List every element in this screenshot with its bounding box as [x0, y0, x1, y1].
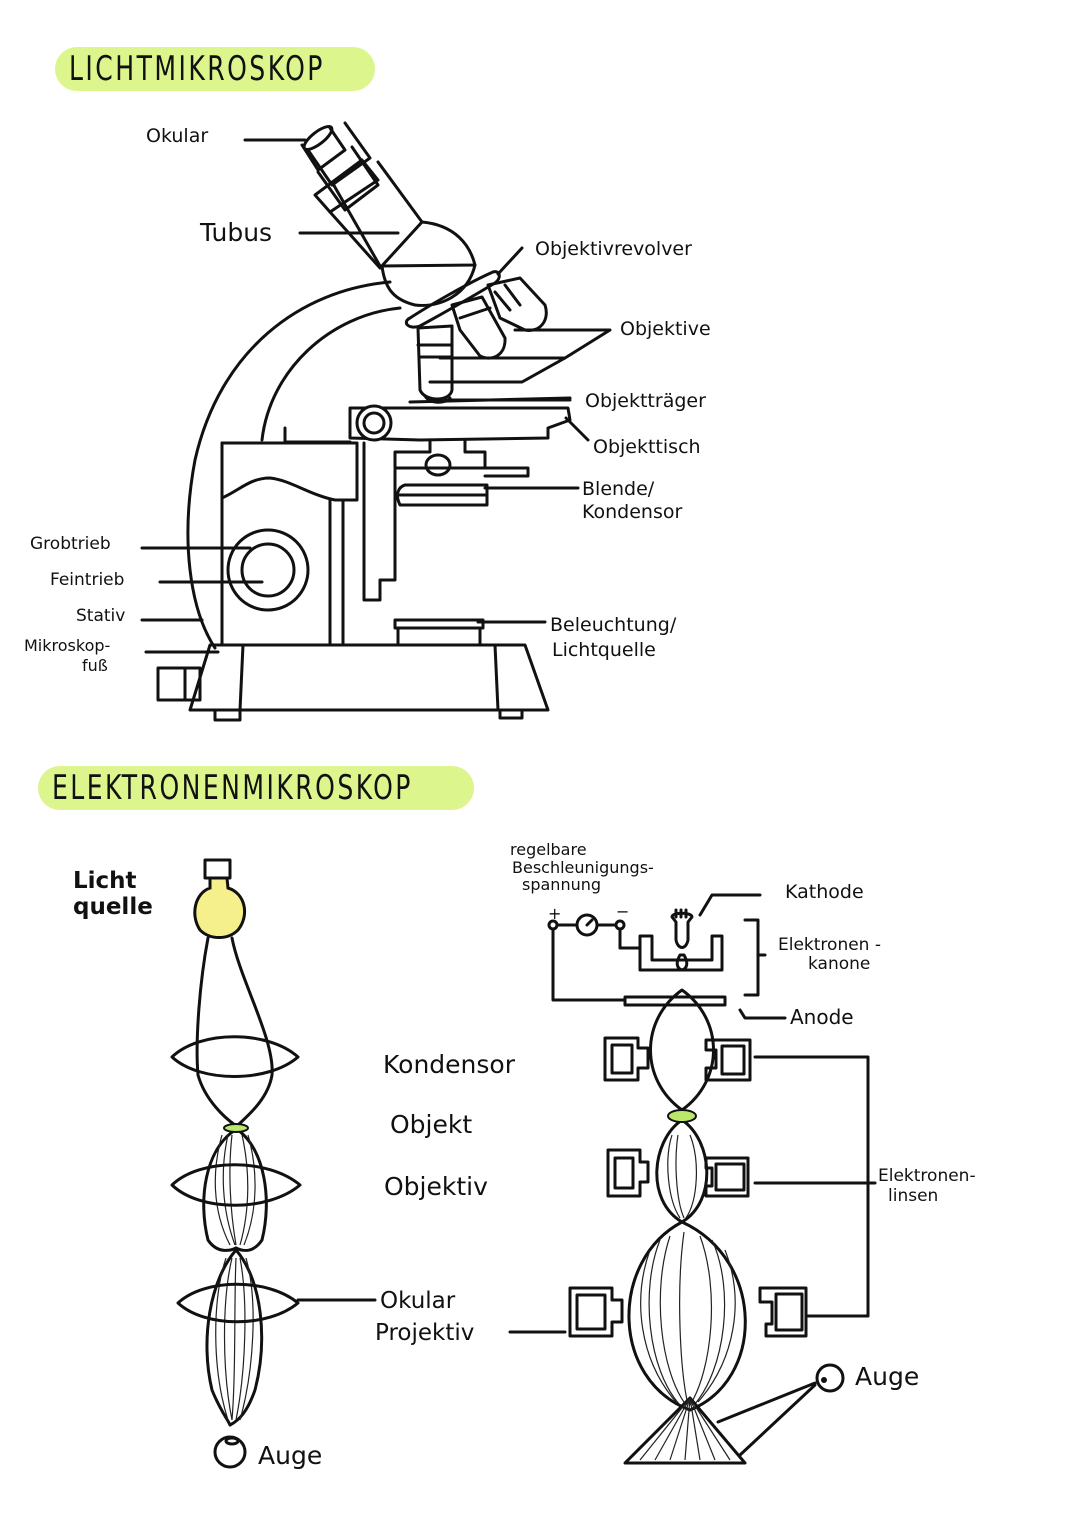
label-auge-electron: Auge — [855, 1362, 920, 1391]
blende-kondensor-part — [393, 438, 530, 507]
label-minus: − — [616, 902, 630, 921]
condenser-lens-light — [170, 1035, 300, 1078]
voltage-circuit — [547, 913, 642, 1002]
label-projektiv: Projektiv — [375, 1320, 475, 1346]
label-stativ: Stativ — [76, 606, 126, 626]
label-auge-light: Auge — [258, 1441, 323, 1470]
label-objekttisch: Objekttisch — [593, 436, 701, 458]
label-objektivrevolver: Objektivrevolver — [535, 238, 692, 260]
label-spannung-line3: spannung — [522, 875, 602, 894]
beleuchtung-part — [393, 618, 485, 647]
light-ray-hatching — [214, 1134, 256, 1421]
mikroskopfuss-part — [156, 643, 550, 722]
label-okular-em: Okular — [380, 1288, 456, 1314]
object-electron — [667, 1109, 697, 1123]
object-light — [223, 1123, 249, 1133]
label-objektiv: Objektiv — [384, 1172, 488, 1201]
title-lichtmikroskop-text: LICHTMIKROSKOP — [69, 49, 325, 89]
label-linsen-line2: linsen — [888, 1186, 939, 1206]
label-lichtquelle-line2: quelle — [73, 894, 153, 920]
eye-icon-light — [213, 1435, 247, 1469]
label-grobtrieb: Grobtrieb — [30, 534, 111, 554]
objektive-part — [416, 276, 548, 404]
screen-triangle — [623, 1381, 817, 1465]
electron-beam — [627, 988, 747, 1412]
label-anode: Anode — [790, 1005, 854, 1029]
stativ-arm — [186, 280, 402, 650]
label-mikroskopfuss-line2: fuß — [82, 656, 108, 675]
label-kanone-line2: kanone — [808, 954, 871, 974]
label-kathode: Kathode — [785, 881, 864, 903]
eye-icon-electron — [815, 1363, 845, 1393]
label-plus: + — [548, 904, 562, 923]
ocular-lens-light — [176, 1282, 377, 1324]
title-elektronenmikroskop-text: ELEKTRONENMIKROSKOP — [52, 768, 413, 808]
label-beleuchtung-line1: Beleuchtung/ — [550, 614, 677, 636]
label-linsen-line1: Elektronen- — [878, 1166, 976, 1186]
label-objektive: Objektive — [620, 318, 711, 340]
label-objekttraeger: Objektträger — [585, 390, 706, 412]
light-microscope-drawing — [140, 121, 612, 722]
light-bulb-icon — [193, 858, 247, 939]
label-feintrieb: Feintrieb — [50, 570, 125, 590]
label-objekt: Objekt — [390, 1110, 473, 1139]
title-elektronenmikroskop: ELEKTRONENMIKROSKOP — [38, 766, 474, 810]
label-lichtquelle-line1: Licht — [73, 868, 137, 894]
electron-gun — [638, 893, 767, 997]
okular-part — [300, 121, 380, 212]
electron-lens-coils — [568, 1036, 808, 1338]
label-spannung-line1: regelbare — [510, 840, 587, 859]
label-blende-line2: Kondensor — [582, 501, 683, 523]
label-spannung-line2: Beschleunigungs- — [512, 858, 654, 877]
label-beleuchtung-line2: Lichtquelle — [552, 639, 656, 661]
objective-lens-light — [170, 1163, 302, 1207]
label-blende-line1: Blende/ — [582, 478, 655, 500]
label-kondensor: Kondensor — [383, 1050, 515, 1079]
label-kanone-line1: Elektronen - — [778, 935, 881, 955]
title-lichtmikroskop: LICHTMIKROSKOP — [55, 47, 375, 91]
light-leader-lines — [140, 138, 612, 654]
label-tubus: Tubus — [200, 218, 273, 247]
label-okular: Okular — [146, 125, 209, 147]
electron-lens-leaders — [508, 1055, 877, 1334]
label-mikroskopfuss-line1: Mikroskop- — [24, 636, 111, 655]
tubus-part — [313, 158, 477, 307]
